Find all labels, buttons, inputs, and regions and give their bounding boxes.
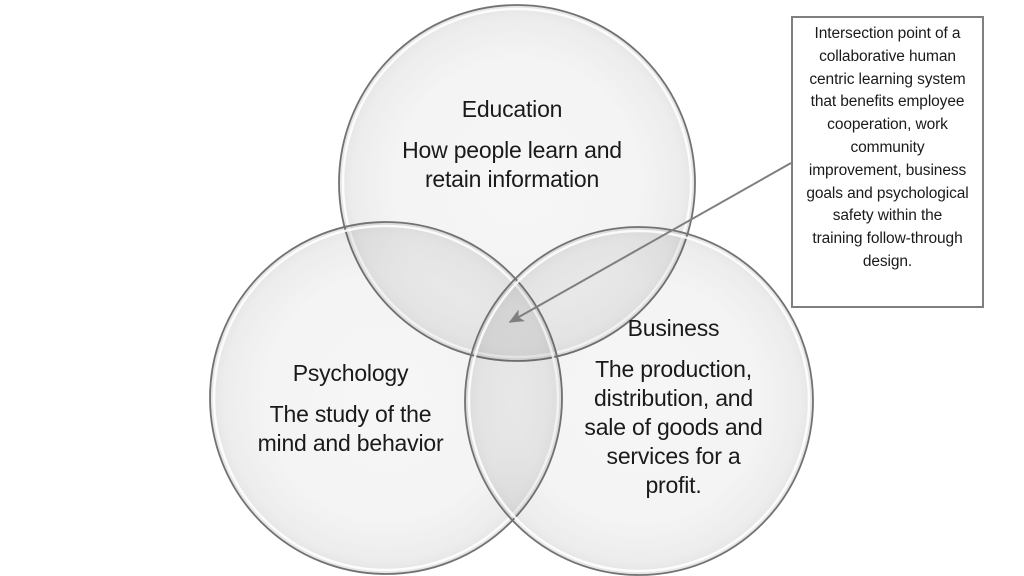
education-description: How people learn and retain information <box>402 137 622 192</box>
psychology-title: Psychology <box>292 360 409 386</box>
callout-arrow <box>508 162 792 323</box>
business-label: Business The production, distribution, a… <box>576 314 771 500</box>
psychology-label: Psychology The study of the mind and beh… <box>248 359 453 458</box>
business-title: Business <box>627 315 720 341</box>
education-title: Education <box>461 96 563 122</box>
callout-box: Intersection point of a collaborative hu… <box>791 16 984 308</box>
education-label: Education How people learn and retain in… <box>377 95 647 194</box>
business-description: The production, distribution, and sale o… <box>584 356 763 498</box>
business-circle <box>464 226 814 576</box>
callout-text: Intersection point of a collaborative hu… <box>806 25 969 270</box>
psychology-description: The study of the mind and behavior <box>257 401 444 456</box>
